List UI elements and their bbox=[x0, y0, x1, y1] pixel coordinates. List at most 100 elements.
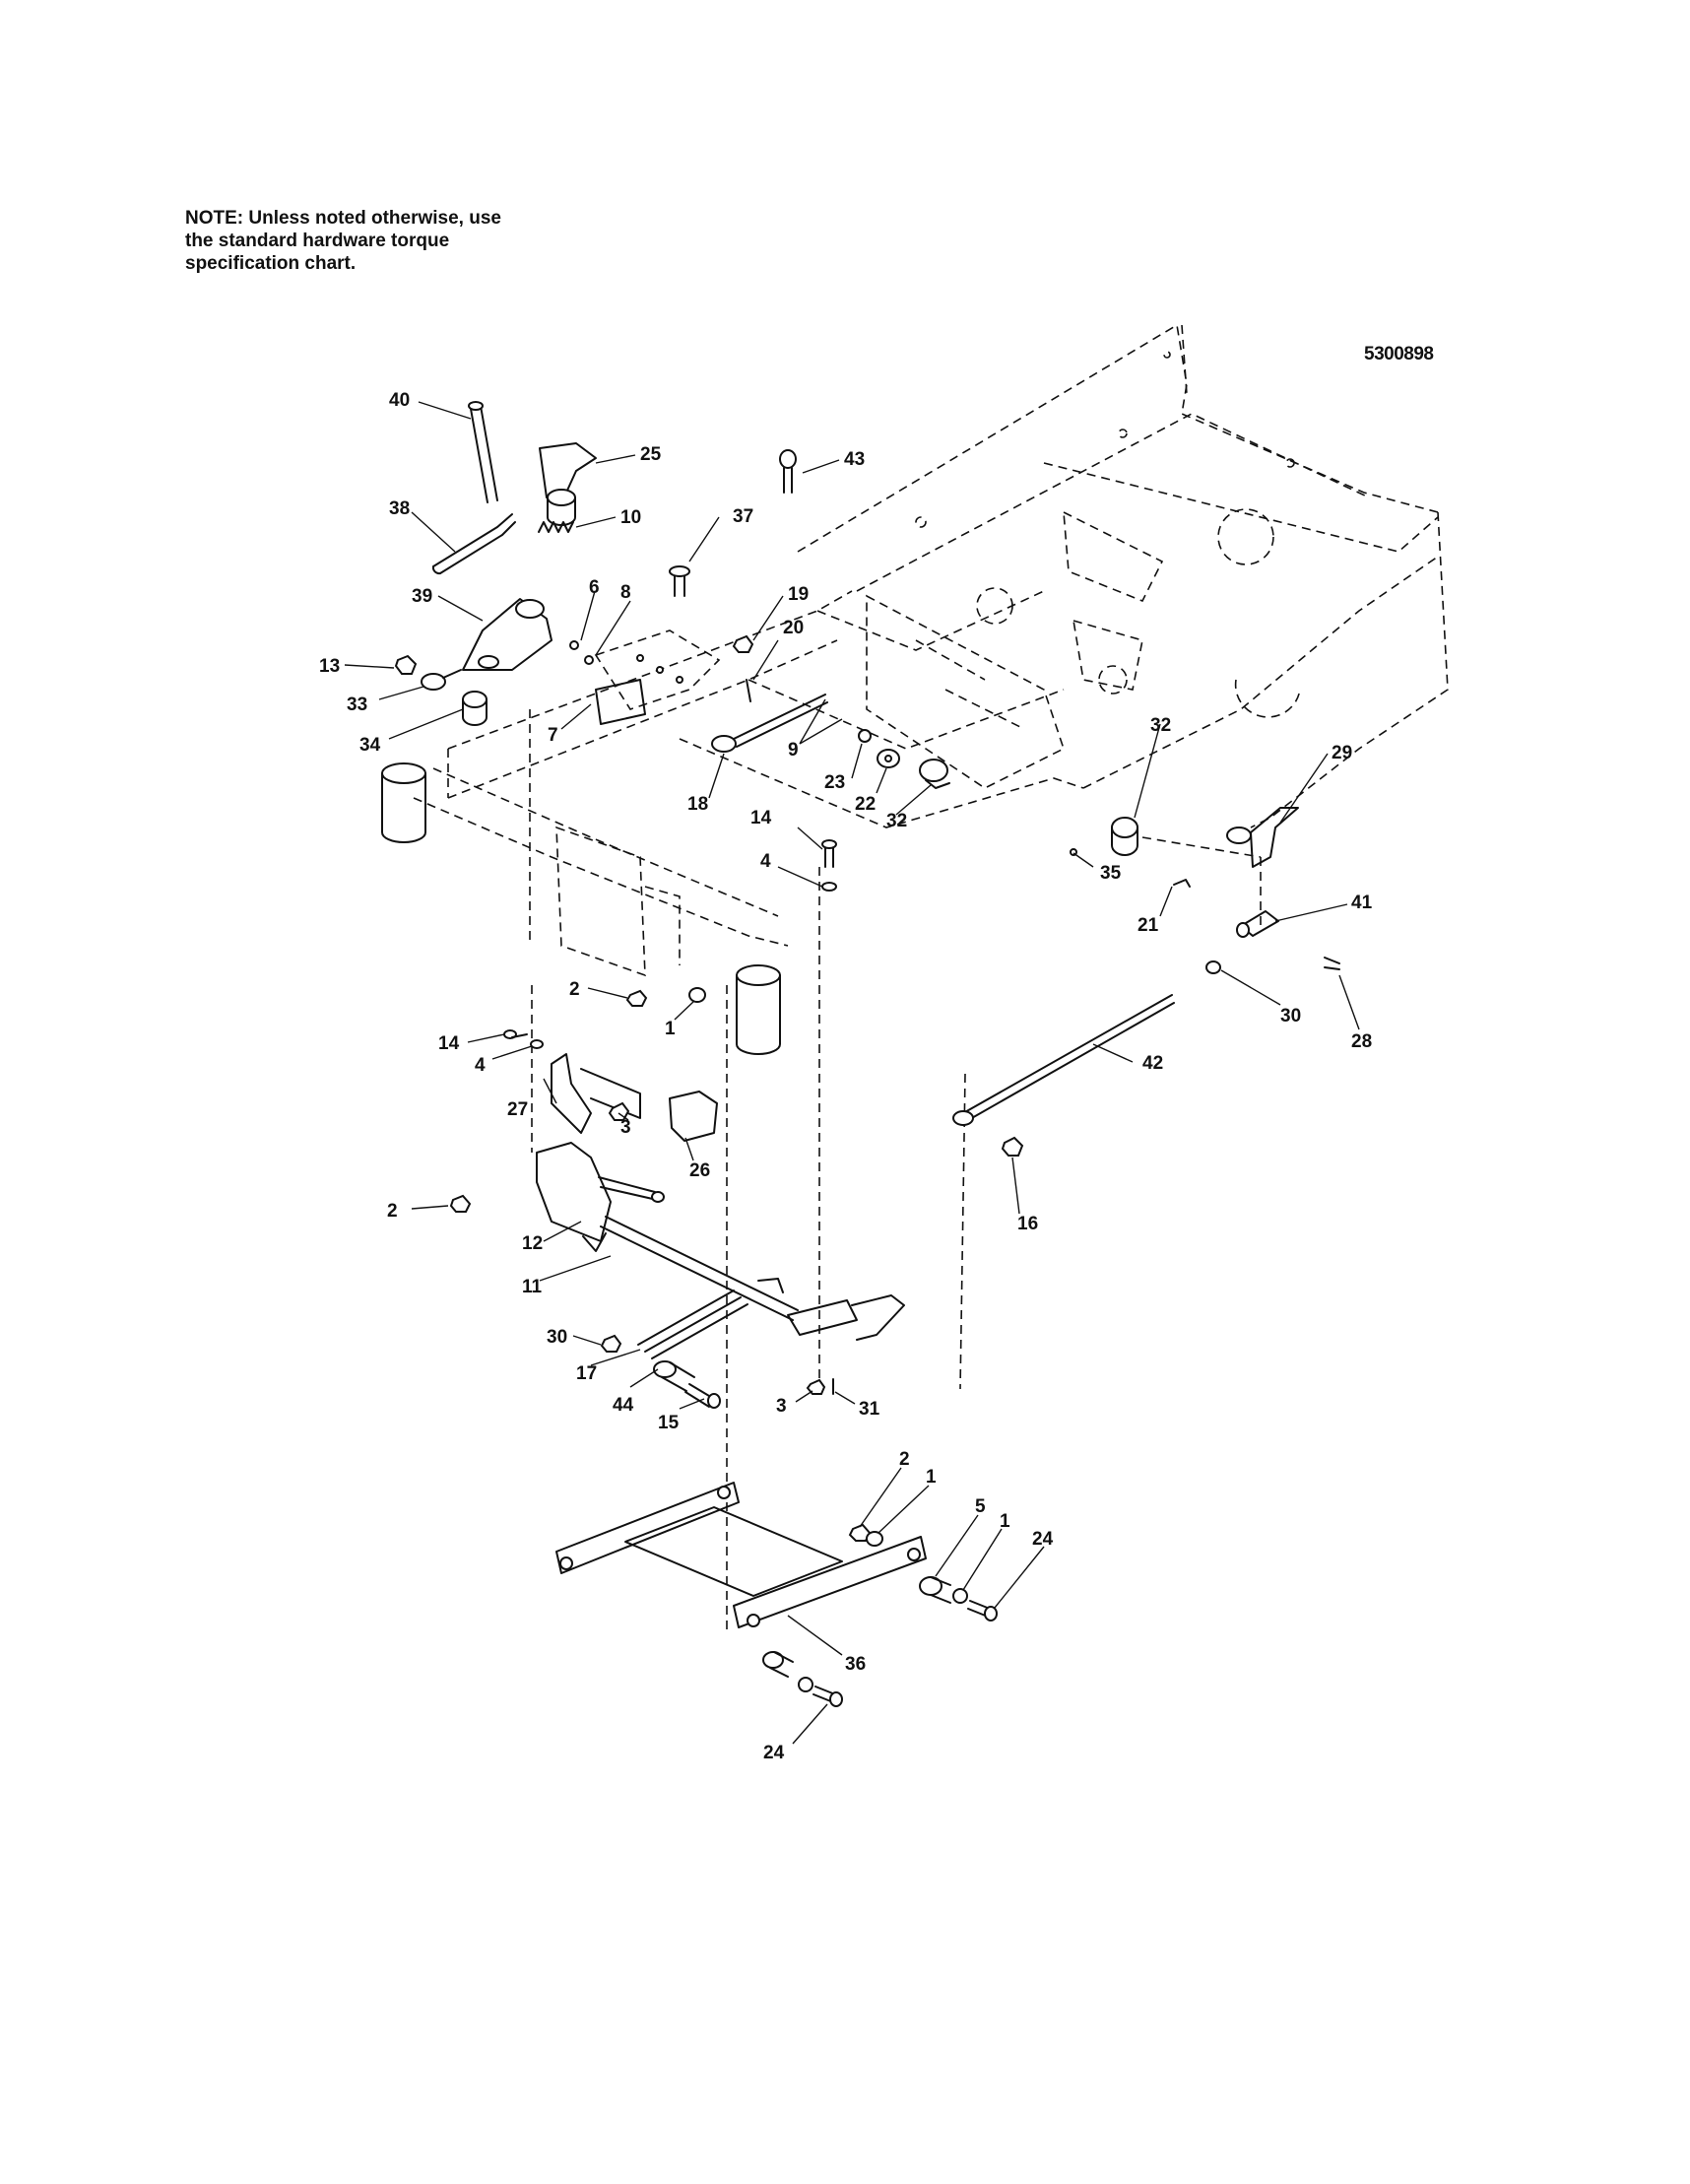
callout-label: 41 bbox=[1351, 893, 1373, 913]
callout-label: 37 bbox=[733, 506, 753, 527]
callout-label: 3 bbox=[776, 1396, 787, 1417]
leader-lines bbox=[344, 401, 1360, 1745]
callout-label: 6 bbox=[589, 577, 600, 598]
callout-label: 38 bbox=[389, 498, 410, 519]
callout-label: 19 bbox=[788, 584, 809, 605]
callout-label: 31 bbox=[859, 1399, 880, 1420]
chassis-frame bbox=[413, 323, 1449, 977]
callout-label: 24 bbox=[1032, 1529, 1054, 1550]
lift-handle-40 bbox=[468, 401, 498, 503]
mount-plate bbox=[594, 629, 721, 725]
pedal-bracket-12 bbox=[536, 1142, 665, 1252]
front-pivot-tubes bbox=[381, 762, 781, 1055]
nut-3-lower bbox=[806, 1378, 826, 1395]
spring-17 bbox=[637, 1278, 784, 1359]
callout-label: 12 bbox=[522, 1233, 543, 1254]
lever-29 bbox=[1226, 807, 1299, 868]
callout-label: 10 bbox=[620, 507, 641, 528]
link-rod-18 bbox=[711, 694, 828, 753]
nut-16 bbox=[1001, 1136, 1024, 1157]
callout-label: 42 bbox=[1142, 1053, 1163, 1074]
nut-2-mid bbox=[625, 989, 648, 1007]
callout-label: 2 bbox=[569, 979, 580, 1000]
note-line-2: the standard hardware torque bbox=[185, 231, 450, 251]
callout-label: 35 bbox=[1100, 863, 1122, 884]
note-line-1: NOTE: Unless noted otherwise, use bbox=[185, 208, 501, 229]
callout-label: 32 bbox=[886, 811, 907, 831]
callout-label: 24 bbox=[763, 1743, 785, 1763]
callout-label: 44 bbox=[613, 1395, 634, 1416]
clevis-41 bbox=[1236, 910, 1279, 938]
torque-note: NOTE: Unless noted otherwise, use the st… bbox=[185, 207, 579, 275]
callout-label: 1 bbox=[926, 1467, 937, 1488]
nut-19 bbox=[732, 634, 754, 653]
callout-label: 11 bbox=[522, 1277, 543, 1297]
washer-lower bbox=[798, 1677, 813, 1692]
callout-label: 26 bbox=[689, 1160, 710, 1181]
bolt-15 bbox=[684, 1383, 721, 1409]
callout-label: 4 bbox=[475, 1055, 486, 1076]
washer-4-upper bbox=[821, 882, 837, 892]
nut-13 bbox=[394, 654, 418, 675]
alignment-lines bbox=[529, 709, 1262, 1635]
pin-43 bbox=[779, 449, 797, 494]
washer-1-mid bbox=[688, 987, 706, 1003]
callout-label: 13 bbox=[319, 656, 340, 677]
callout-label: 4 bbox=[760, 851, 771, 872]
callout-label: 8 bbox=[620, 582, 631, 603]
callout-label: 3 bbox=[620, 1117, 631, 1138]
nut-2-lower bbox=[848, 1523, 872, 1542]
callout-label: 16 bbox=[1017, 1214, 1038, 1234]
callout-label: 18 bbox=[687, 794, 708, 815]
pedal-mount bbox=[787, 1294, 905, 1341]
bushing-lower bbox=[762, 1651, 794, 1678]
bolt-37 bbox=[669, 565, 690, 597]
nut-3-left bbox=[608, 1101, 630, 1121]
callout-labels: 40 25 43 38 10 37 39 6 8 19 20 13 33 7 3… bbox=[319, 390, 1373, 1763]
callout-label: 40 bbox=[389, 390, 410, 411]
lever-rod-38 bbox=[431, 513, 516, 575]
callout-label: 5 bbox=[975, 1496, 986, 1517]
bushing-5 bbox=[919, 1576, 951, 1604]
callout-label: 21 bbox=[1138, 915, 1159, 936]
callout-label: 7 bbox=[548, 725, 558, 746]
nut-30-left bbox=[600, 1334, 622, 1353]
drawing-number: 5300898 bbox=[1364, 344, 1434, 364]
clip-21 bbox=[1173, 879, 1191, 888]
callout-label: 22 bbox=[855, 794, 876, 815]
spacer-44 bbox=[653, 1360, 695, 1392]
callout-label: 27 bbox=[507, 1099, 528, 1120]
bushing-33 bbox=[421, 669, 462, 691]
callout-label: 1 bbox=[665, 1019, 676, 1039]
bolt-24-lower bbox=[812, 1686, 843, 1707]
lever-bracket-25 bbox=[539, 442, 597, 526]
callout-label: 32 bbox=[1150, 715, 1171, 736]
callout-label: 15 bbox=[658, 1413, 680, 1433]
callout-label: 30 bbox=[1280, 1006, 1301, 1026]
bushings-32 bbox=[919, 759, 1138, 856]
callout-label: 29 bbox=[1332, 743, 1352, 763]
callout-label: 36 bbox=[845, 1654, 866, 1675]
callout-label: 1 bbox=[1000, 1511, 1010, 1532]
callout-label: 39 bbox=[412, 586, 432, 607]
callout-label: 23 bbox=[824, 772, 845, 793]
nut-30-right bbox=[1205, 960, 1221, 974]
bolt-14-upper bbox=[821, 839, 837, 868]
note-line-3: specification chart. bbox=[185, 253, 357, 274]
washer-4-left bbox=[530, 1039, 544, 1049]
callout-label: 9 bbox=[788, 740, 799, 761]
cap-26 bbox=[669, 1091, 718, 1142]
mount-frame-36 bbox=[555, 1482, 927, 1628]
callout-label: 17 bbox=[576, 1363, 597, 1384]
washers-23-22 bbox=[858, 729, 900, 768]
callout-label: 2 bbox=[899, 1449, 910, 1470]
callout-label: 30 bbox=[547, 1327, 567, 1348]
callout-label: 28 bbox=[1351, 1031, 1372, 1052]
washer-1-lower bbox=[866, 1531, 883, 1547]
callout-label: 14 bbox=[750, 808, 772, 828]
bolt-24-upper bbox=[967, 1600, 998, 1621]
washer-1-right bbox=[952, 1588, 968, 1604]
callout-label: 34 bbox=[359, 735, 381, 756]
callout-label: 2 bbox=[387, 1201, 398, 1222]
